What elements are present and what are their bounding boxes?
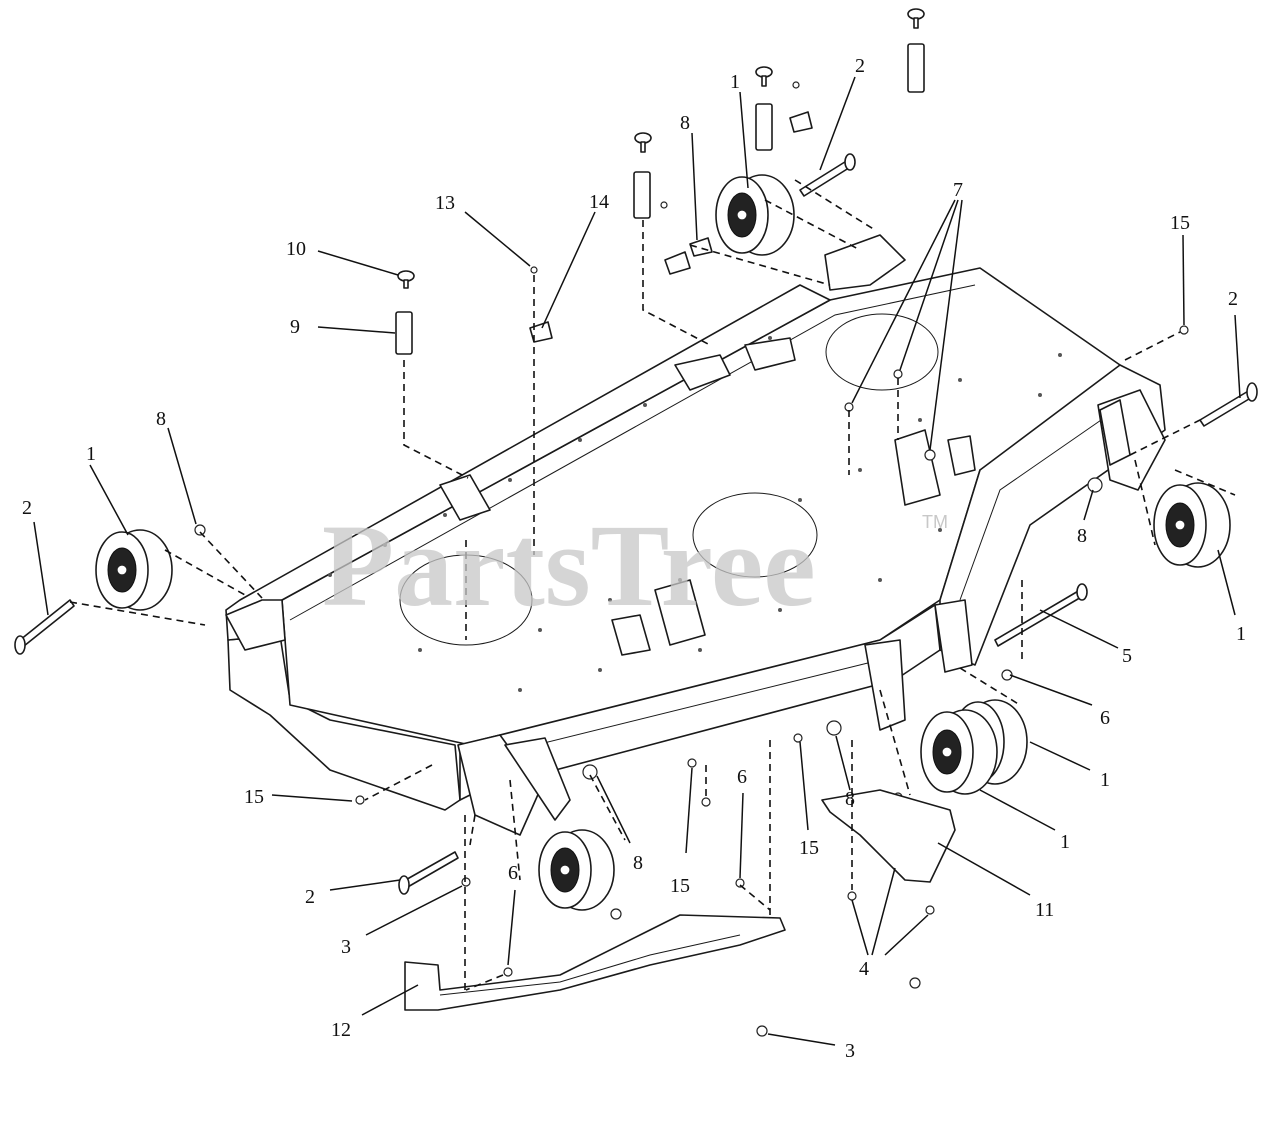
shoulder-bolts xyxy=(14,153,1258,895)
callout-2: 2 xyxy=(855,55,865,77)
callout-15: 15 xyxy=(1170,212,1190,234)
callout-2: 2 xyxy=(305,886,315,908)
callout-1: 1 xyxy=(86,443,96,465)
callout-labels: 1 2 8 13 14 10 9 7 15 2 8 1 2 1 8 1 5 6 … xyxy=(22,55,1246,1062)
callout-15: 15 xyxy=(799,837,819,859)
callout-14: 14 xyxy=(589,191,609,213)
roller-front-pair xyxy=(920,699,1028,795)
callout-11: 11 xyxy=(1035,899,1054,921)
deck-rivets xyxy=(328,336,1062,692)
roller-top xyxy=(715,174,795,256)
small-hardware xyxy=(194,81,1189,1037)
callout-7: 7 xyxy=(953,179,963,201)
baffle-plates xyxy=(404,789,956,1011)
roller-front-left xyxy=(538,829,615,911)
callout-1: 1 xyxy=(1100,769,1110,791)
watermark-text: PartsTree xyxy=(322,500,816,631)
callout-3: 3 xyxy=(341,936,351,958)
spacers-and-caps xyxy=(395,8,925,355)
callout-1: 1 xyxy=(730,71,740,93)
callout-9: 9 xyxy=(290,316,300,338)
callout-5: 5 xyxy=(1122,645,1132,667)
callout-4: 4 xyxy=(859,958,869,980)
callout-1: 1 xyxy=(1236,623,1246,645)
callout-2: 2 xyxy=(22,497,32,519)
callout-15: 15 xyxy=(670,875,690,897)
callout-8: 8 xyxy=(680,112,690,134)
assembly-lines xyxy=(69,179,1236,991)
callout-8: 8 xyxy=(845,788,855,810)
callout-2: 2 xyxy=(1228,288,1238,310)
callout-1: 1 xyxy=(1060,831,1070,853)
roller-left xyxy=(95,529,173,611)
roller-brackets xyxy=(225,234,1166,836)
roller-right xyxy=(1153,482,1231,568)
callout-6: 6 xyxy=(737,766,747,788)
callout-6: 6 xyxy=(1100,707,1110,729)
callout-3: 3 xyxy=(845,1040,855,1062)
callout-8: 8 xyxy=(633,852,643,874)
callout-8: 8 xyxy=(156,408,166,430)
callout-13: 13 xyxy=(435,192,455,214)
callout-8: 8 xyxy=(1077,525,1087,547)
callout-6: 6 xyxy=(508,862,518,884)
callout-12: 12 xyxy=(331,1019,351,1041)
callout-10: 10 xyxy=(286,238,306,260)
leader-lines xyxy=(33,76,1241,1046)
callout-15: 15 xyxy=(244,786,264,808)
watermark-trademark: TM xyxy=(922,512,948,532)
